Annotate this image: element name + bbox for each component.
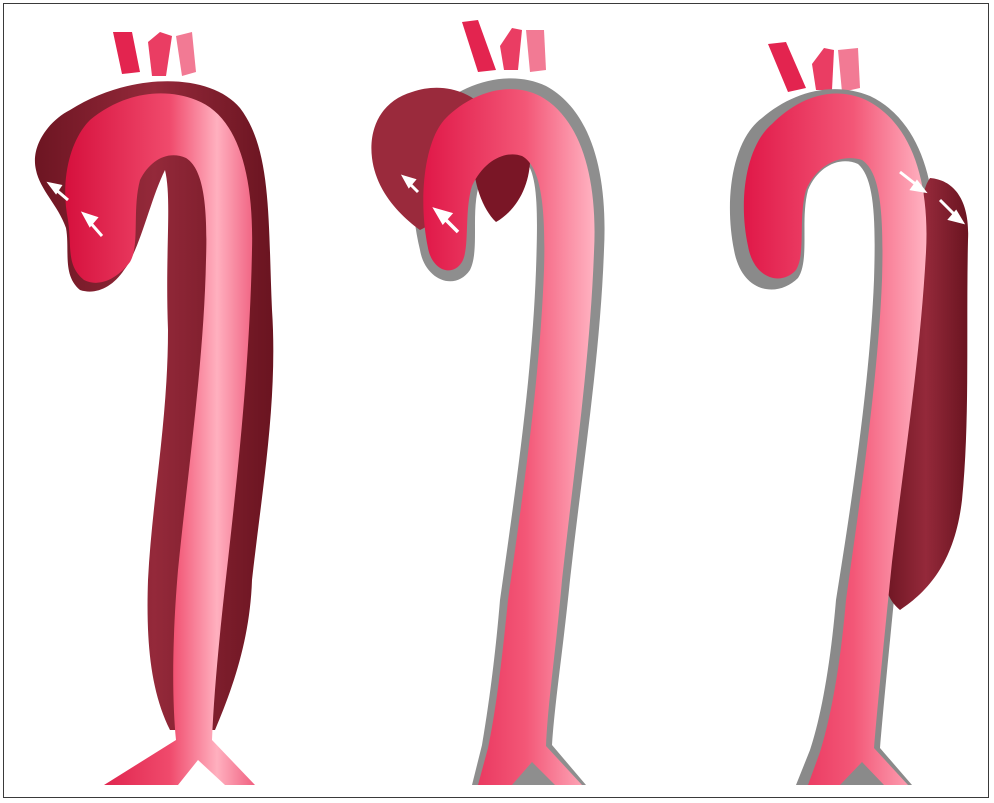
- arch-branch-vessels: [113, 32, 196, 76]
- arch-branch-vessels: [768, 42, 860, 92]
- arch-branch-vessels: [462, 20, 546, 72]
- aorta-panel-1: [35, 32, 273, 785]
- aorta-panel-3: [730, 42, 968, 785]
- aorta-panel-2: [371, 20, 604, 785]
